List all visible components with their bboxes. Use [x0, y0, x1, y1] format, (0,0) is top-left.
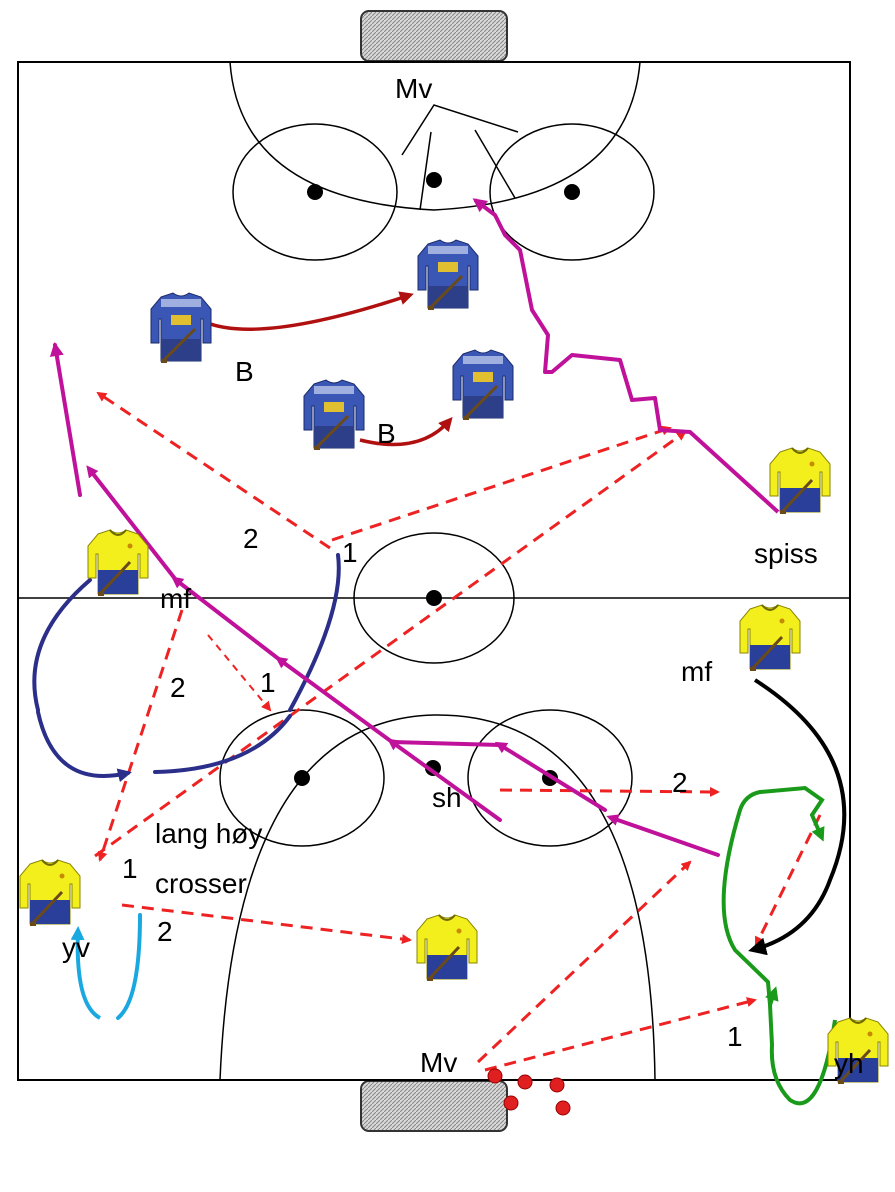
- note-line1: lang høy: [155, 818, 262, 849]
- navy-run: [32, 553, 341, 783]
- green-run: [765, 986, 837, 1106]
- opponent-player-icon[interactable]: [302, 378, 366, 450]
- goal-area-top: [229, 61, 641, 211]
- yv-label: yv: [62, 932, 90, 963]
- center-circle: [353, 532, 515, 664]
- pass-number: 1: [727, 1021, 743, 1052]
- pass-line: [97, 609, 184, 862]
- ball-icon: [487, 1068, 503, 1084]
- pass-number: 1: [260, 667, 276, 698]
- black-run: [748, 678, 847, 956]
- goal-top-icon: [360, 10, 508, 62]
- cyan-run: [116, 913, 142, 1020]
- player-sh-icon[interactable]: [415, 913, 479, 981]
- ball-icon: [549, 1077, 565, 1093]
- pass-number: 2: [157, 916, 173, 947]
- faceoff-dot-top-left: [307, 184, 323, 200]
- faceoff-dot-bottom-left: [294, 770, 310, 786]
- player-spiss-icon[interactable]: [768, 446, 832, 514]
- faceoff-circle-bottom-left: [219, 709, 385, 847]
- rink-border: [17, 61, 851, 1081]
- pass-line: [96, 391, 331, 550]
- pass-number: 2: [672, 767, 688, 798]
- spiss-label: spiss: [754, 538, 818, 569]
- faceoff-dot-bottom-center: [425, 760, 441, 776]
- opponent-run-2: [359, 416, 453, 447]
- goalie-label-top: Mv: [395, 73, 432, 104]
- green-run: [760, 703, 782, 905]
- ball-icon: [503, 1095, 519, 1111]
- note-line2: crosser: [155, 868, 247, 899]
- pass-line: [94, 430, 687, 858]
- goalie-label-bottom: Mv: [420, 1047, 457, 1078]
- faceoff-circle-top-left: [232, 123, 398, 261]
- mf-right-label: mf: [681, 656, 712, 687]
- pass-line: [499, 786, 720, 797]
- yh-label: yh: [834, 1048, 864, 1079]
- pass-line: [484, 997, 757, 1072]
- goalie-lines-top: [401, 104, 519, 211]
- pass-line: [207, 634, 272, 712]
- magenta-run-diagonal: [49, 342, 720, 857]
- pass-line: [754, 814, 822, 947]
- opponent-label-b1: B: [235, 356, 254, 387]
- faceoff-circle-bottom-right: [467, 709, 633, 847]
- goal-bottom-icon: [360, 1080, 508, 1132]
- opponent-run-1: [204, 291, 414, 331]
- opponent-player-icon[interactable]: [451, 348, 515, 420]
- goal-area-bottom: [219, 714, 656, 1081]
- faceoff-dot-top-right: [564, 184, 580, 200]
- pass-number: 1: [122, 853, 138, 884]
- faceoff-circle-top-right: [489, 123, 655, 261]
- player-mf-right-icon[interactable]: [738, 603, 802, 671]
- player-mf-left-icon[interactable]: [86, 528, 150, 596]
- cyan-run: [70, 926, 102, 1020]
- sh-label: sh: [432, 782, 462, 813]
- opponent-player-icon[interactable]: [416, 238, 480, 310]
- pass-line: [476, 860, 692, 1064]
- mf-left-label: mf: [160, 583, 191, 614]
- ball-icon: [555, 1100, 571, 1116]
- pass-line: [121, 903, 412, 944]
- opponent-label-b2: B: [377, 418, 396, 449]
- opponent-player-icon[interactable]: [149, 291, 213, 363]
- ball-icon: [517, 1074, 533, 1090]
- center-dot: [426, 590, 442, 606]
- magenta-run-spiss: [472, 198, 780, 514]
- green-run: [721, 785, 825, 1006]
- faceoff-dot-top-center: [426, 172, 442, 188]
- pass-number: 2: [170, 672, 186, 703]
- player-yv-icon[interactable]: [18, 858, 82, 926]
- pass-number: 2: [243, 523, 259, 554]
- pass-lines: [94, 391, 822, 1072]
- pass-number: 1: [342, 537, 358, 568]
- balls: [487, 1068, 571, 1116]
